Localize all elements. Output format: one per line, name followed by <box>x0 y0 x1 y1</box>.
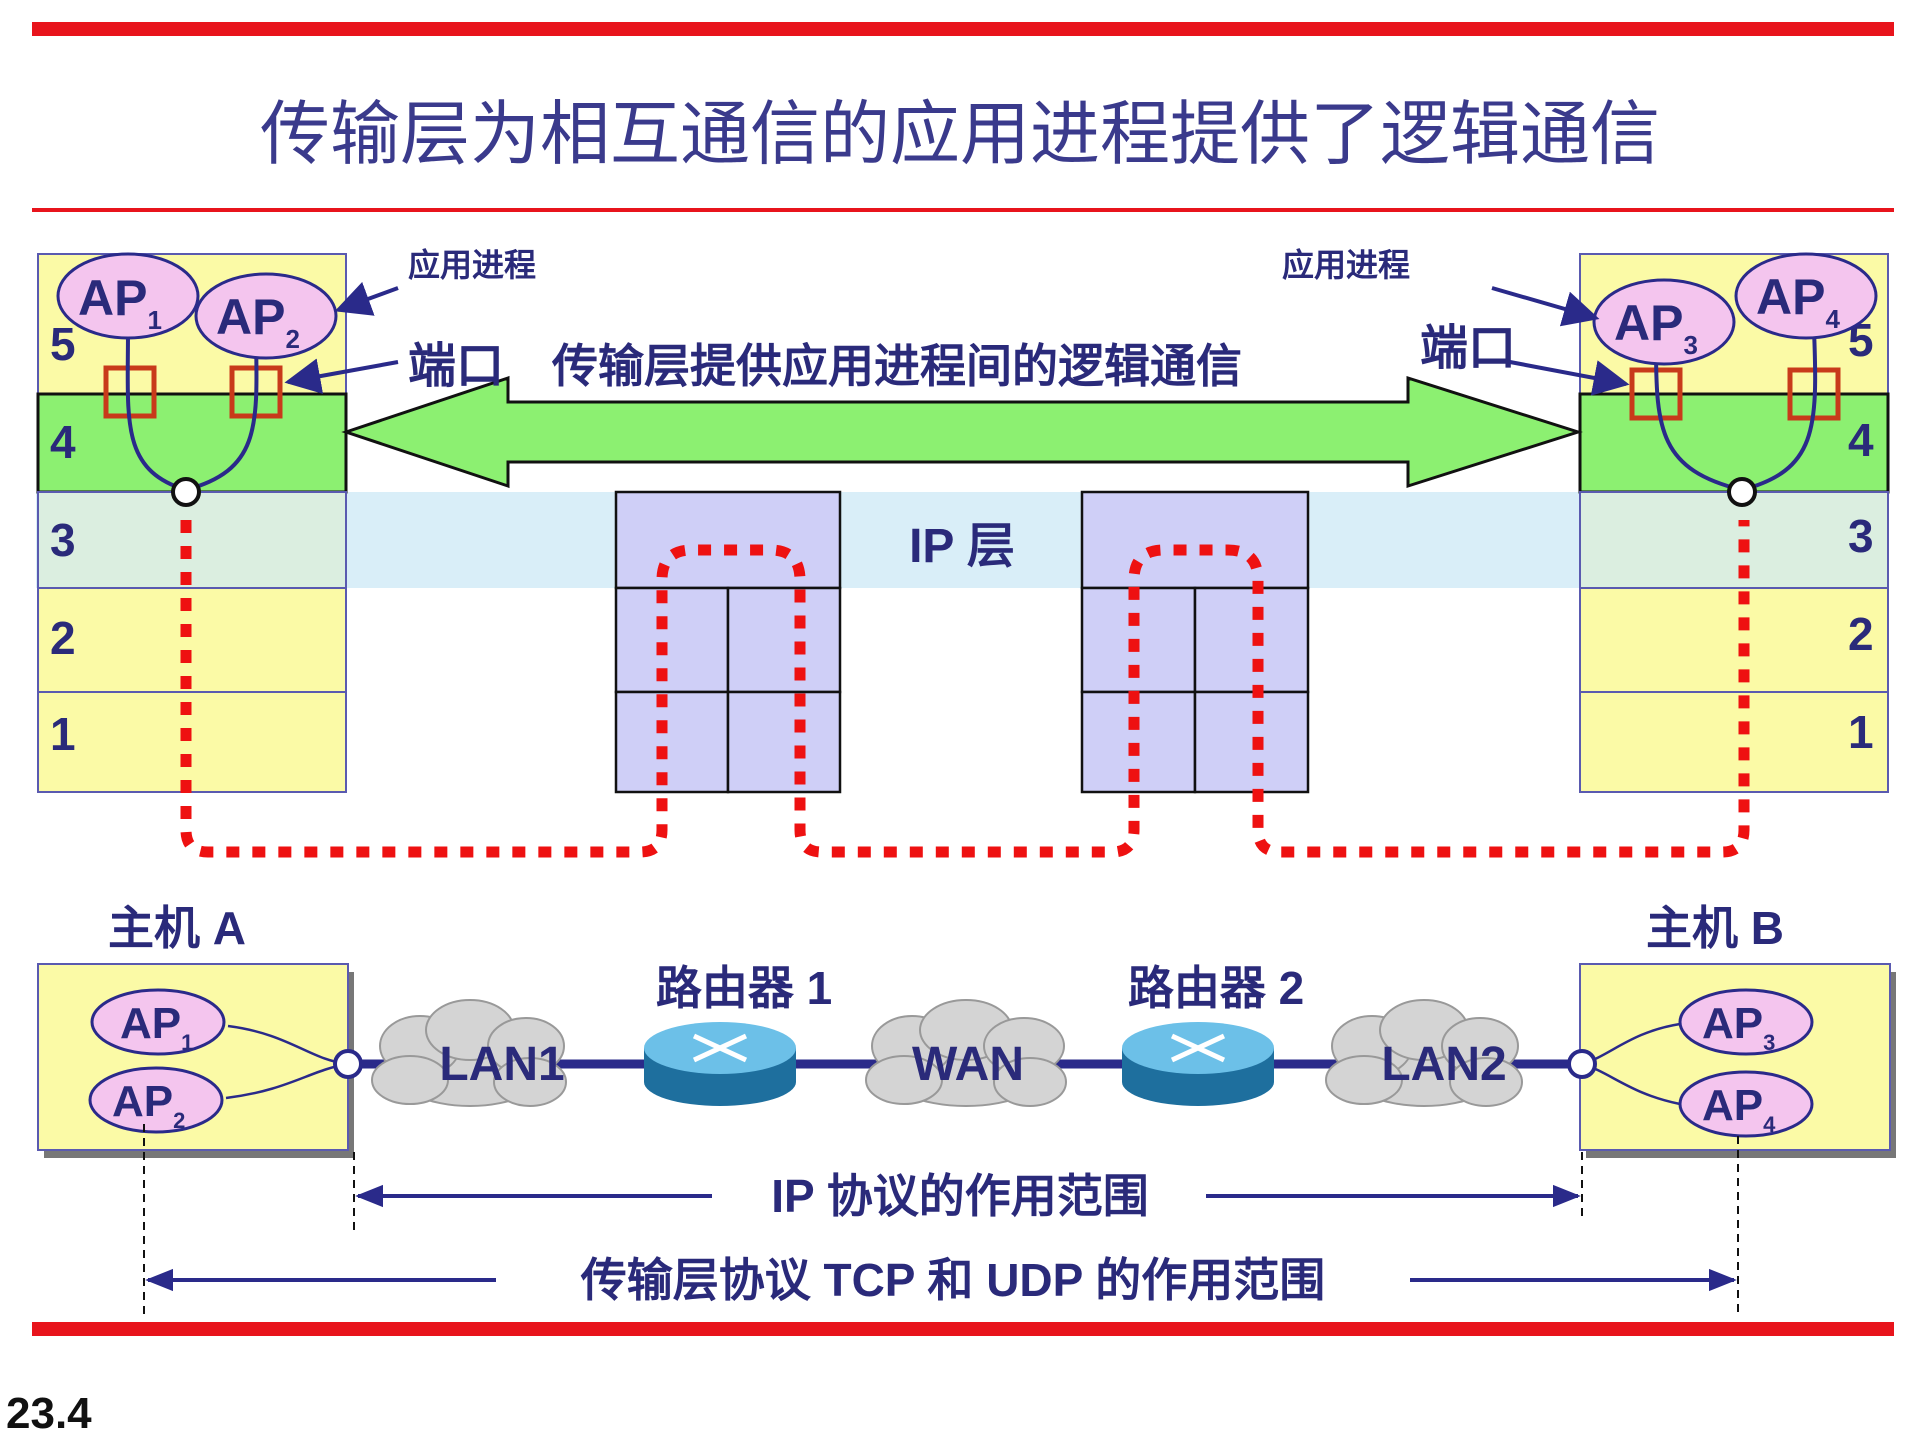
port-label-right: 端口 <box>1420 322 1516 375</box>
svg-text:AP2: AP2 <box>216 289 300 354</box>
layer-3-label-right: 3 <box>1848 510 1874 562</box>
layer-2-label-right: 2 <box>1848 608 1874 660</box>
svg-text:AP2: AP2 <box>112 1077 185 1133</box>
host-a-interface-icon <box>333 1049 363 1079</box>
socket-icon <box>1727 477 1757 507</box>
ap4-bubble: AP4 <box>1734 252 1878 340</box>
layer-4-label-left: 4 <box>50 416 76 468</box>
ap3-host-bubble: AP3 <box>1678 988 1814 1056</box>
svg-text:AP4: AP4 <box>1702 1081 1776 1137</box>
wan-cloud-icon <box>865 999 1067 1107</box>
slide-number: 23.4 <box>6 1389 92 1438</box>
layer-3-label-left: 3 <box>50 514 76 566</box>
layer-1-label-left: 1 <box>50 708 76 760</box>
lan2-cloud-icon <box>1325 999 1523 1107</box>
ap1-bubble: AP1 <box>56 252 200 340</box>
lan1-label: LAN1 <box>439 1038 564 1091</box>
app-process-label-left: 应用进程 <box>408 247 536 283</box>
ap1-link <box>125 329 187 492</box>
layer-5-label-left: 5 <box>50 318 76 370</box>
port-label-left: 端口 <box>408 340 504 393</box>
svg-text:AP4: AP4 <box>1756 269 1840 334</box>
ap4-link <box>1741 329 1818 492</box>
ap2-host-bubble: AP2 <box>88 1066 224 1134</box>
router-2-stack <box>1080 490 1310 794</box>
app-process-label-right: 应用进程 <box>1282 247 1410 283</box>
host-b-interface-icon <box>1567 1049 1597 1079</box>
lan2-label: LAN2 <box>1381 1038 1506 1091</box>
ap2-link <box>185 339 259 492</box>
data-path <box>180 520 1750 858</box>
router-1-icon <box>644 1022 796 1106</box>
ap1-host-bubble: AP1 <box>90 988 226 1056</box>
layer-1-label-right: 1 <box>1848 706 1874 758</box>
top-rule <box>32 22 1894 36</box>
host-a-label: 主机 A <box>108 902 246 954</box>
ap3-bubble: AP3 <box>1592 278 1736 366</box>
svg-text:AP1: AP1 <box>78 270 162 335</box>
app-process-pointer-left <box>334 281 399 316</box>
router-2-label: 路由器 2 <box>1128 962 1304 1014</box>
ip-layer-label: IP 层 <box>909 520 1015 573</box>
layer-2-label-left: 2 <box>50 612 76 664</box>
socket-icon <box>171 477 201 507</box>
app-process-pointer-right <box>1491 286 1600 327</box>
layer-4-label-right: 4 <box>1848 414 1874 466</box>
ip-scope-label: IP 协议的作用范围 <box>771 1170 1148 1222</box>
host-b-label: 主机 B <box>1646 902 1784 954</box>
title-rule <box>32 208 1894 212</box>
logical-comm-label: 传输层提供应用进程间的逻辑通信 <box>551 340 1242 392</box>
router-1-label: 路由器 1 <box>656 962 832 1014</box>
ap2-bubble: AP2 <box>194 272 338 360</box>
wan-label: WAN <box>912 1038 1024 1091</box>
router-2-icon <box>1122 1022 1274 1106</box>
svg-text:AP1: AP1 <box>120 999 193 1055</box>
bottom-rule <box>32 1322 1894 1336</box>
svg-text:AP3: AP3 <box>1702 999 1775 1055</box>
port-pointer-left <box>284 358 399 394</box>
ap4-host-bubble: AP4 <box>1678 1070 1814 1138</box>
logical-comm-arrow <box>341 375 1583 489</box>
page-title: 传输层为相互通信的应用进程提供了逻辑通信 <box>260 93 1660 175</box>
transport-scope-label: 传输层协议 TCP 和 UDP 的作用范围 <box>580 1254 1326 1306</box>
svg-text:AP3: AP3 <box>1614 295 1698 360</box>
lan1-cloud-icon <box>371 999 567 1107</box>
router-1-stack <box>614 490 842 794</box>
port-pointer-right <box>1509 360 1630 396</box>
ap3-link <box>1654 345 1743 492</box>
